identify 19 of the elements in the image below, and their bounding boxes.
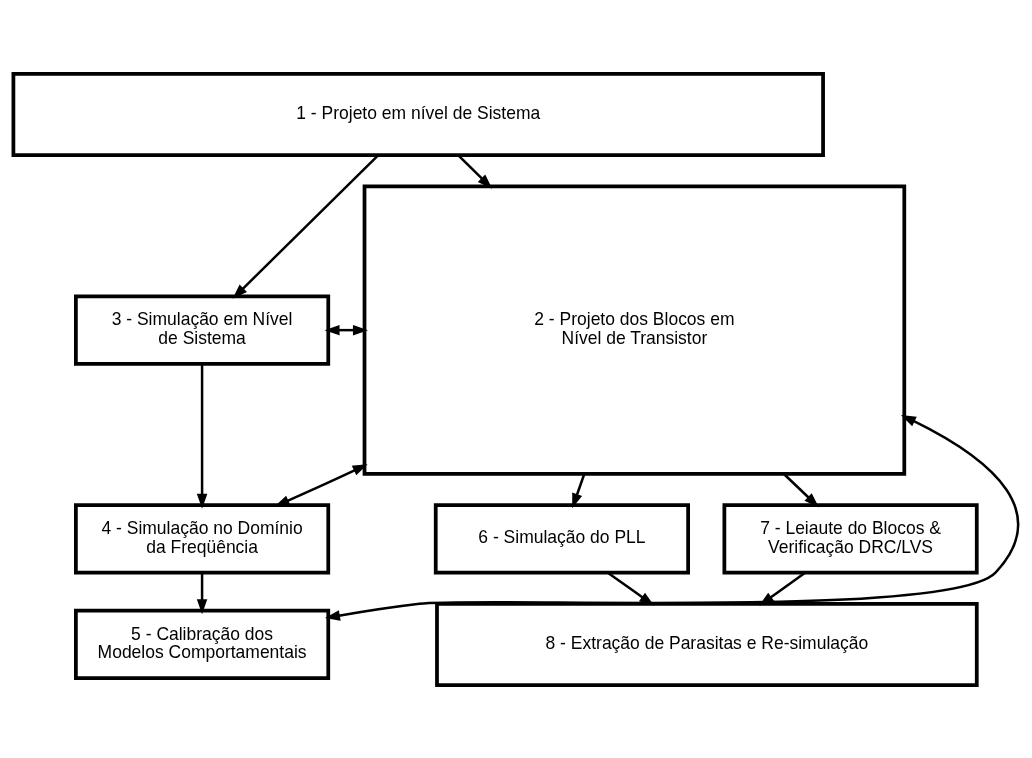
node-box: 1 - Projeto em nível de Sistema (11, 71, 825, 157)
arrow (274, 463, 368, 506)
arrow (572, 473, 586, 508)
node-box: 3 - Simulação em Nível de Sistema (74, 294, 331, 366)
node-box: 2 - Projeto dos Blocos em Nível de Transistor (362, 184, 907, 476)
arrow (324, 324, 368, 335)
arrow (783, 472, 819, 507)
node-box: 7 - Leiaute do Blocos & Verificação DRC/LVS (722, 502, 979, 574)
node-box: 4 - Simulação no Domínio da Freqüência (74, 502, 331, 574)
arrow (607, 571, 655, 606)
node-box: 6 - Simulação do PLL (433, 502, 690, 574)
arrow (759, 571, 806, 606)
arrow (324, 414, 1020, 621)
arrow (457, 154, 493, 189)
arrow (232, 154, 379, 299)
arrow (196, 363, 208, 509)
node-box: 5 - Calibração dos Modelos Comportamentais (74, 608, 331, 680)
arrow (196, 572, 208, 614)
node-box: 8 - Extração de Parasitas e Re-simulação (435, 601, 979, 687)
